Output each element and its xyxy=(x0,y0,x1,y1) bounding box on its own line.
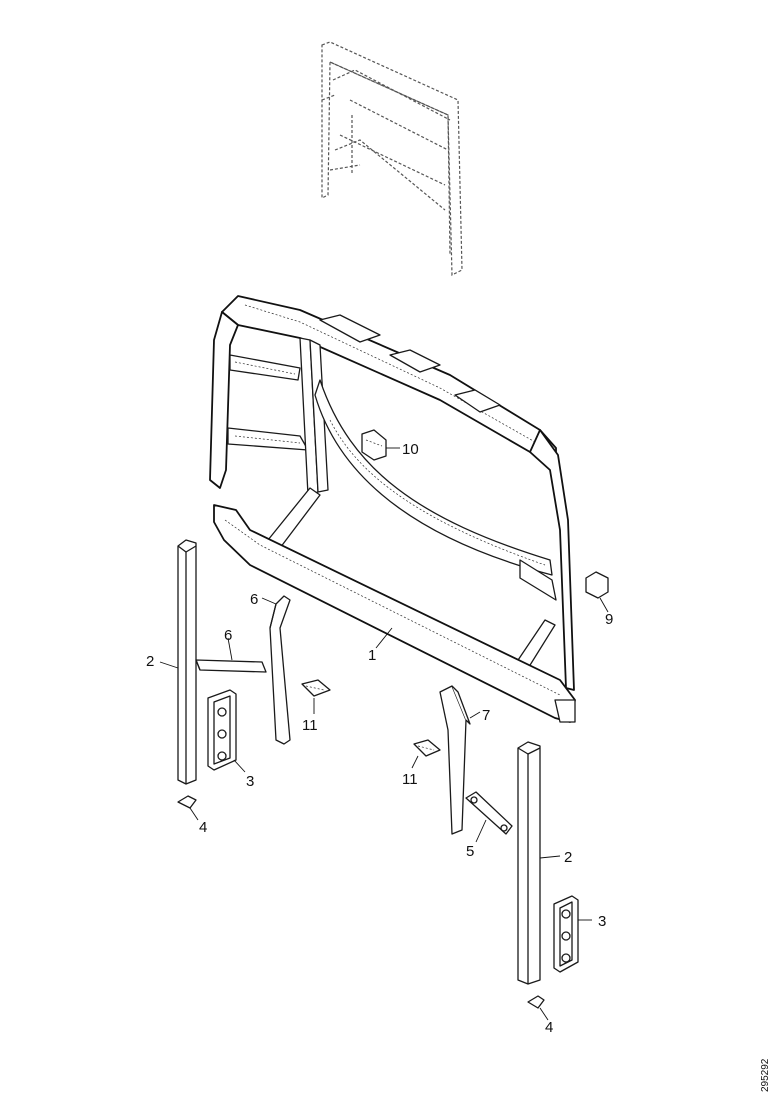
figure-reference-number: 295292 xyxy=(760,1058,771,1092)
part-10-bracket xyxy=(361,429,400,461)
part-2-right-post xyxy=(517,741,561,985)
part-1-leader xyxy=(375,627,393,649)
callout-4-right: 4 xyxy=(545,1019,553,1036)
part-9-clip xyxy=(585,571,609,613)
callout-3-left: 3 xyxy=(246,773,254,790)
part-6-vertical-bar xyxy=(261,595,291,745)
callout-1: 1 xyxy=(368,647,376,664)
part-2-left-post xyxy=(159,539,197,785)
callout-7: 7 xyxy=(482,707,490,724)
callout-2-left: 2 xyxy=(146,653,154,670)
part-3-left-plate xyxy=(207,689,246,773)
callout-11-right: 11 xyxy=(402,771,418,788)
part-6-horizontal-bar xyxy=(195,637,267,673)
part-7-curved-strut xyxy=(439,685,481,835)
callout-3-right: 3 xyxy=(598,913,606,930)
part-3-right-plate xyxy=(553,895,592,973)
callout-4-left: 4 xyxy=(199,819,207,836)
part-11-left-clip xyxy=(301,679,331,714)
part-5-link xyxy=(465,791,513,843)
callout-10: 10 xyxy=(402,441,419,458)
part-4-left-foot xyxy=(177,795,199,821)
callout-2-right: 2 xyxy=(564,849,572,866)
callout-9: 9 xyxy=(605,611,613,628)
callout-6-upper: 6 xyxy=(250,591,258,608)
callout-5: 5 xyxy=(466,843,474,860)
callout-11-left: 11 xyxy=(302,717,318,734)
callout-6-lower: 6 xyxy=(224,627,232,644)
part-4-right-foot xyxy=(527,995,549,1021)
part-11-right-clip xyxy=(411,739,441,769)
part-1-cab-frame xyxy=(209,295,576,723)
assembly-overview-thumbnail xyxy=(321,41,463,276)
